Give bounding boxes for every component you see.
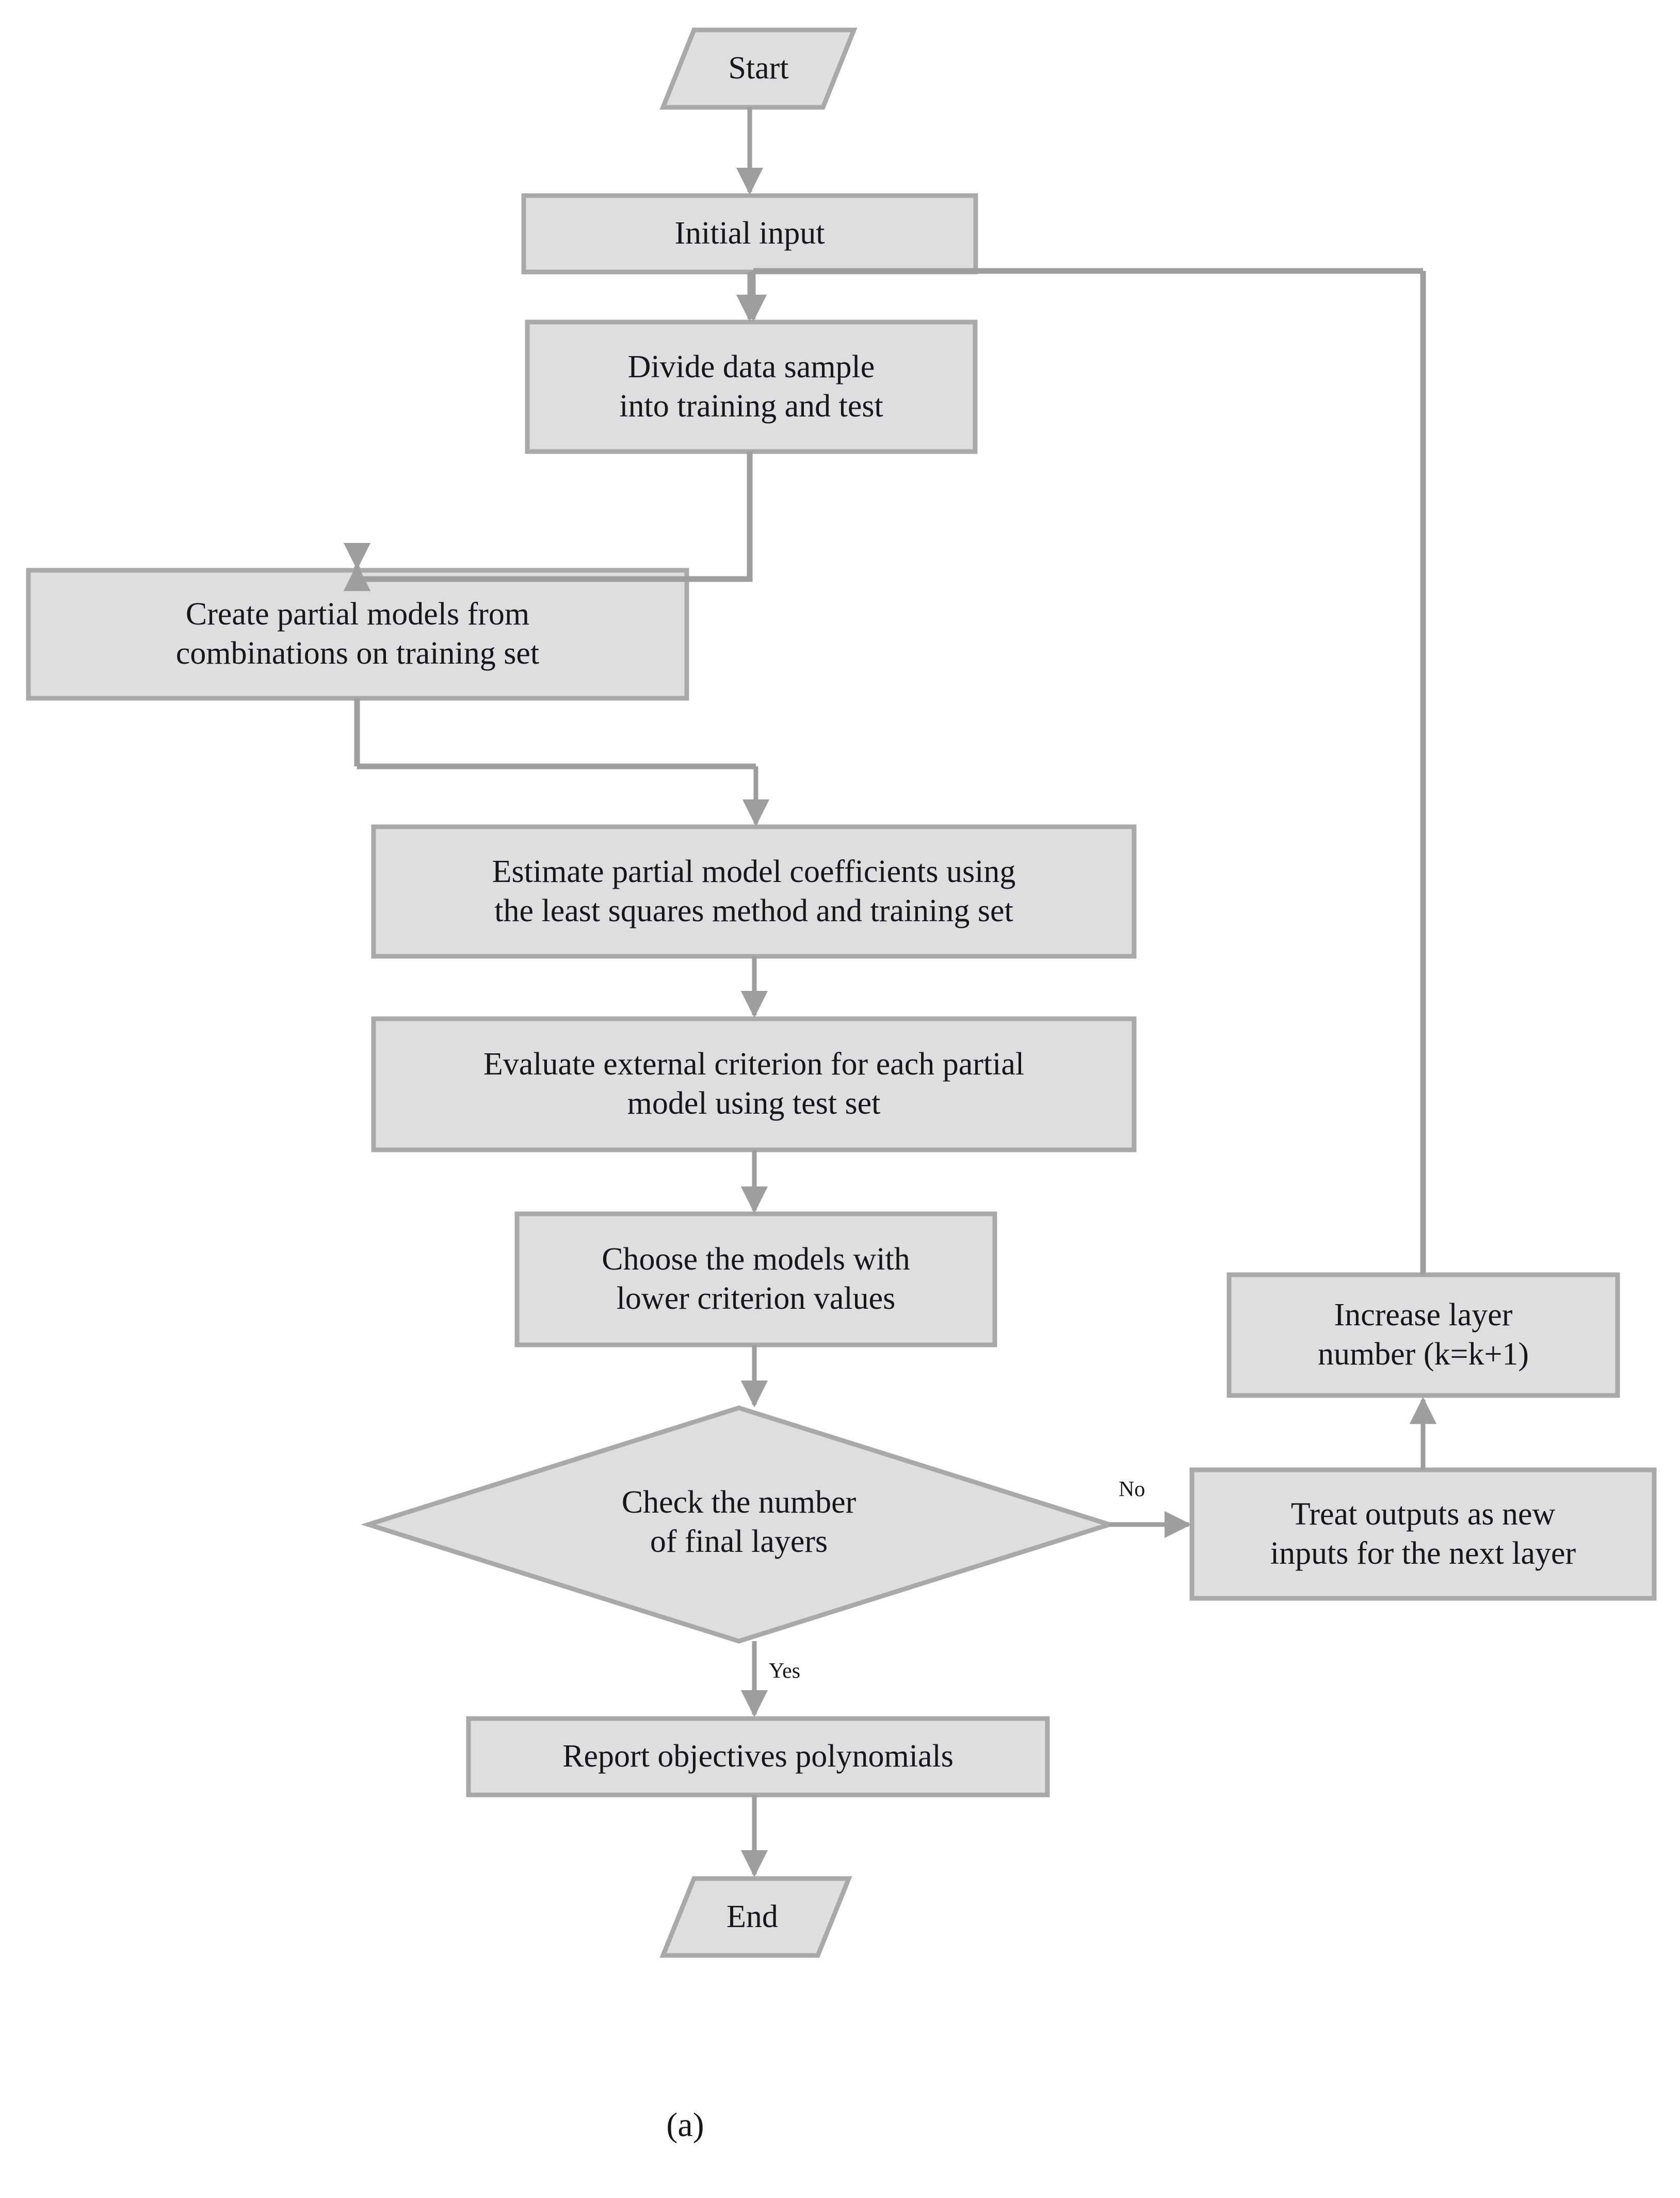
node-start-shape [659,27,858,110]
node-increase-layer-number-shape [1226,1272,1620,1398]
node-create-partial-models-shape [26,568,689,701]
node-end-shape [659,1876,852,1958]
edge-label-yes: Yes [769,1659,801,1683]
node-estimate-coefficients-shape [371,824,1137,959]
node-check-final-layers-shape [361,1405,1117,1644]
node-divide-data-sample-shape [525,319,978,454]
node-report-objectives-shape [466,1716,1050,1798]
node-initial-input-shape [521,193,978,275]
node-treat-outputs-shape [1189,1467,1657,1601]
figure-caption: (a) [666,2106,704,2144]
edge-divide-to-create-partial [354,452,753,582]
node-evaluate-criterion-shape [371,1016,1137,1152]
edge-label-no: No [1119,1478,1145,1501]
node-choose-models-shape [514,1211,997,1347]
